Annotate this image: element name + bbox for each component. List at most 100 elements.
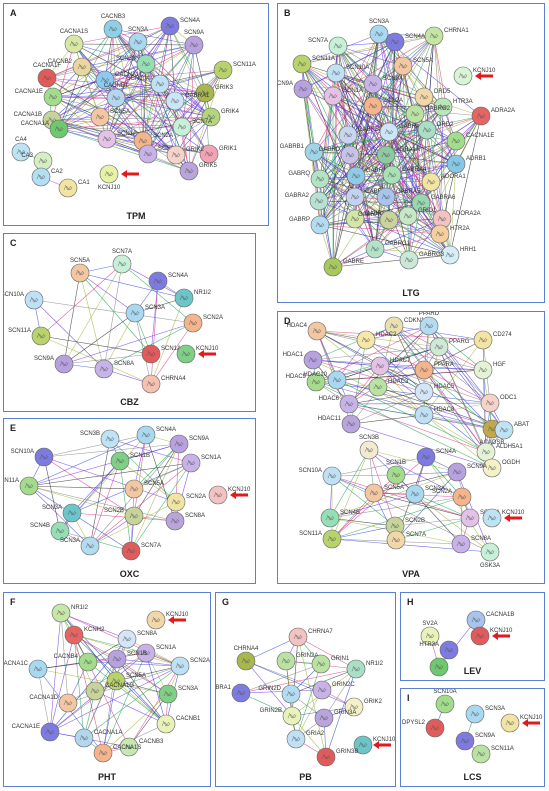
- node-dpysl2[interactable]: DPYSL2: [402, 718, 445, 738]
- node-hdac11[interactable]: HDAC11: [318, 414, 361, 434]
- node-scn2a[interactable]: SCN2A: [170, 656, 210, 676]
- node-abat[interactable]: ABAT: [494, 420, 530, 440]
- node-gria2[interactable]: GRIA2: [286, 729, 325, 749]
- node-scn8a[interactable]: SCN8A: [451, 534, 491, 554]
- node-scn9a[interactable]: SCN9A: [455, 731, 495, 751]
- node-hdac7[interactable]: HDAC7: [370, 356, 411, 376]
- node-ca1[interactable]: CA1: [58, 178, 90, 198]
- node-kcnj10[interactable]: KCNJ10: [353, 735, 395, 755]
- node-htr2a[interactable]: HTR2A: [430, 224, 470, 244]
- node-cacna1a[interactable]: CACNA1A: [74, 728, 122, 748]
- node-hdac9[interactable]: HDAC9: [286, 372, 326, 392]
- node-aldh5a1[interactable]: ALDH5A1: [476, 442, 523, 462]
- node-scn2a[interactable]: SCN2A: [363, 96, 403, 116]
- node-chrna4[interactable]: CHRNA4: [141, 374, 186, 394]
- node-scn5a[interactable]: SCN5A: [70, 258, 90, 283]
- node-chrna4[interactable]: CHRNA4: [234, 646, 259, 671]
- node-scn3a[interactable]: SCN3A: [465, 704, 505, 724]
- node-hdac8[interactable]: HDAC8: [414, 405, 455, 425]
- node-scn1b[interactable]: SCN1B: [110, 451, 150, 471]
- node-hdac3[interactable]: HDAC3: [368, 377, 409, 397]
- node-scn3b[interactable]: SCN3B: [80, 429, 120, 449]
- node-ppard[interactable]: PPARD: [419, 312, 440, 336]
- node-hdac10[interactable]: HDAC10: [303, 370, 347, 390]
- node-gabrr2[interactable]: GABRR2: [345, 209, 390, 229]
- node-scn3b[interactable]: SCN3B: [359, 435, 379, 460]
- node-scn1a[interactable]: SCN1A: [141, 344, 181, 364]
- node-adra1a[interactable]: ADRA1A: [376, 145, 420, 165]
- node-scn5a[interactable]: SCN5A: [124, 479, 164, 499]
- node-cacna1f[interactable]: CACNA1F: [33, 63, 61, 88]
- node-scn11a[interactable]: SCN11A: [4, 476, 39, 496]
- node-scn9a[interactable]: SCN9A: [447, 462, 487, 482]
- node-cacna1s[interactable]: CACNA1S: [93, 743, 141, 763]
- node-gabra3[interactable]: GABRA3: [346, 166, 391, 186]
- node-kcnj10[interactable]: KCNJ10: [453, 66, 496, 86]
- node-cacna1s[interactable]: CACNA1S: [60, 29, 88, 54]
- node-nr1i2[interactable]: NR1I2: [51, 603, 89, 623]
- node-cacna1a[interactable]: CACNA1A: [21, 119, 69, 139]
- node-cd274[interactable]: CD274: [473, 330, 512, 350]
- node-gabra[interactable]: GABRA: [358, 210, 399, 230]
- node-scn3a[interactable]: SCN3A: [128, 27, 148, 52]
- node-scn5a[interactable]: SCN5A: [90, 107, 130, 127]
- node-gabrg1[interactable]: GABRG1: [365, 239, 411, 259]
- node-scn10a[interactable]: SCN10A: [326, 63, 369, 83]
- node-kcnj10[interactable]: KCNJ10: [208, 485, 251, 505]
- node-gabra1[interactable]: GABRA1: [165, 91, 210, 111]
- node-grik1[interactable]: GRIK1: [199, 144, 238, 164]
- node-scn3a[interactable]: SCN3A: [125, 303, 165, 323]
- node-grik2[interactable]: GRIK2: [166, 145, 205, 165]
- node-scn5a[interactable]: SCN5A: [106, 671, 146, 691]
- node-cdkn1a[interactable]: CDKN1A: [384, 316, 428, 336]
- node-scn7a[interactable]: SCN7A: [308, 36, 348, 56]
- node-scn10a[interactable]: SCN10A: [299, 466, 342, 486]
- node-drd5[interactable]: DRD5: [414, 87, 451, 107]
- node-scn2a[interactable]: SCN2A: [166, 492, 206, 512]
- node-kcnh2[interactable]: KCNH2: [64, 625, 105, 645]
- node-scn1b[interactable]: SCN1B: [107, 649, 147, 669]
- node-ca2[interactable]: CA2: [31, 167, 63, 187]
- node-scn2b[interactable]: SCN2B: [104, 506, 144, 526]
- node-grin2a[interactable]: GRIN2A: [276, 651, 318, 671]
- node-scn8a[interactable]: SCN8A: [117, 629, 157, 649]
- node-scn8a[interactable]: SCN8A: [165, 511, 205, 531]
- node-scn3a[interactable]: SCN3A: [60, 536, 100, 556]
- node-kcnj10[interactable]: KCNJ10: [470, 626, 513, 646]
- node-gabrp[interactable]: GABRP: [289, 215, 330, 235]
- node-gabre[interactable]: GABRE: [323, 257, 364, 277]
- node-gabra1[interactable]: GABRA1: [379, 122, 424, 142]
- node-gabra5[interactable]: GABRA5: [376, 187, 421, 207]
- node-sv2a[interactable]: SV2A: [420, 621, 440, 646]
- node-scn9a[interactable]: SCN9A: [169, 434, 209, 454]
- node-scn1b[interactable]: SCN1B: [386, 460, 406, 485]
- node-kcnj10[interactable]: KCNJ10: [146, 610, 189, 630]
- node-kcnj10[interactable]: KCNJ10: [98, 164, 121, 191]
- node-scn3a[interactable]: SCN3A: [158, 684, 198, 704]
- node-hgf[interactable]: HGF: [473, 360, 506, 380]
- node-grin2d[interactable]: GRIN2D: [258, 684, 301, 704]
- node-scn2a[interactable]: SCN2A: [183, 313, 223, 333]
- node-scn8a[interactable]: SCN8A: [363, 74, 403, 94]
- node-scn3a[interactable]: SCN3A: [405, 484, 445, 504]
- node-scn11a[interactable]: SCN11A: [213, 60, 256, 80]
- node-scn8a[interactable]: SCN8A: [94, 359, 134, 379]
- node-scn4a[interactable]: SCN4A: [160, 16, 200, 36]
- node-unlabeled[interactable]: [429, 657, 449, 677]
- node-scn4a[interactable]: SCN4A: [385, 32, 425, 52]
- node-cacna1e[interactable]: CACNA1E: [15, 87, 63, 107]
- node-scn10a[interactable]: SCN10A: [433, 689, 457, 714]
- node-ca4[interactable]: CA4: [11, 137, 31, 162]
- node-gabrg3[interactable]: GABRG3: [399, 250, 445, 270]
- node-nr1i2[interactable]: NR1I2: [346, 659, 384, 679]
- node-cacna1c[interactable]: CACNA1C: [95, 70, 144, 90]
- node-cacna1d[interactable]: CACNA1D: [29, 693, 78, 713]
- node-ogdh[interactable]: OGDH: [482, 458, 520, 478]
- node-kcnj10[interactable]: KCNJ10: [500, 713, 543, 733]
- node-htr3a[interactable]: HTR3A: [433, 97, 473, 117]
- node-scn7a[interactable]: SCN7A: [172, 117, 212, 137]
- node-scn11a[interactable]: SCN11A: [8, 326, 51, 346]
- node-drd2[interactable]: DRD2: [417, 120, 454, 140]
- node-adra2a[interactable]: ADRA2A: [471, 106, 515, 126]
- node-gabra2[interactable]: GABRA2: [285, 191, 329, 211]
